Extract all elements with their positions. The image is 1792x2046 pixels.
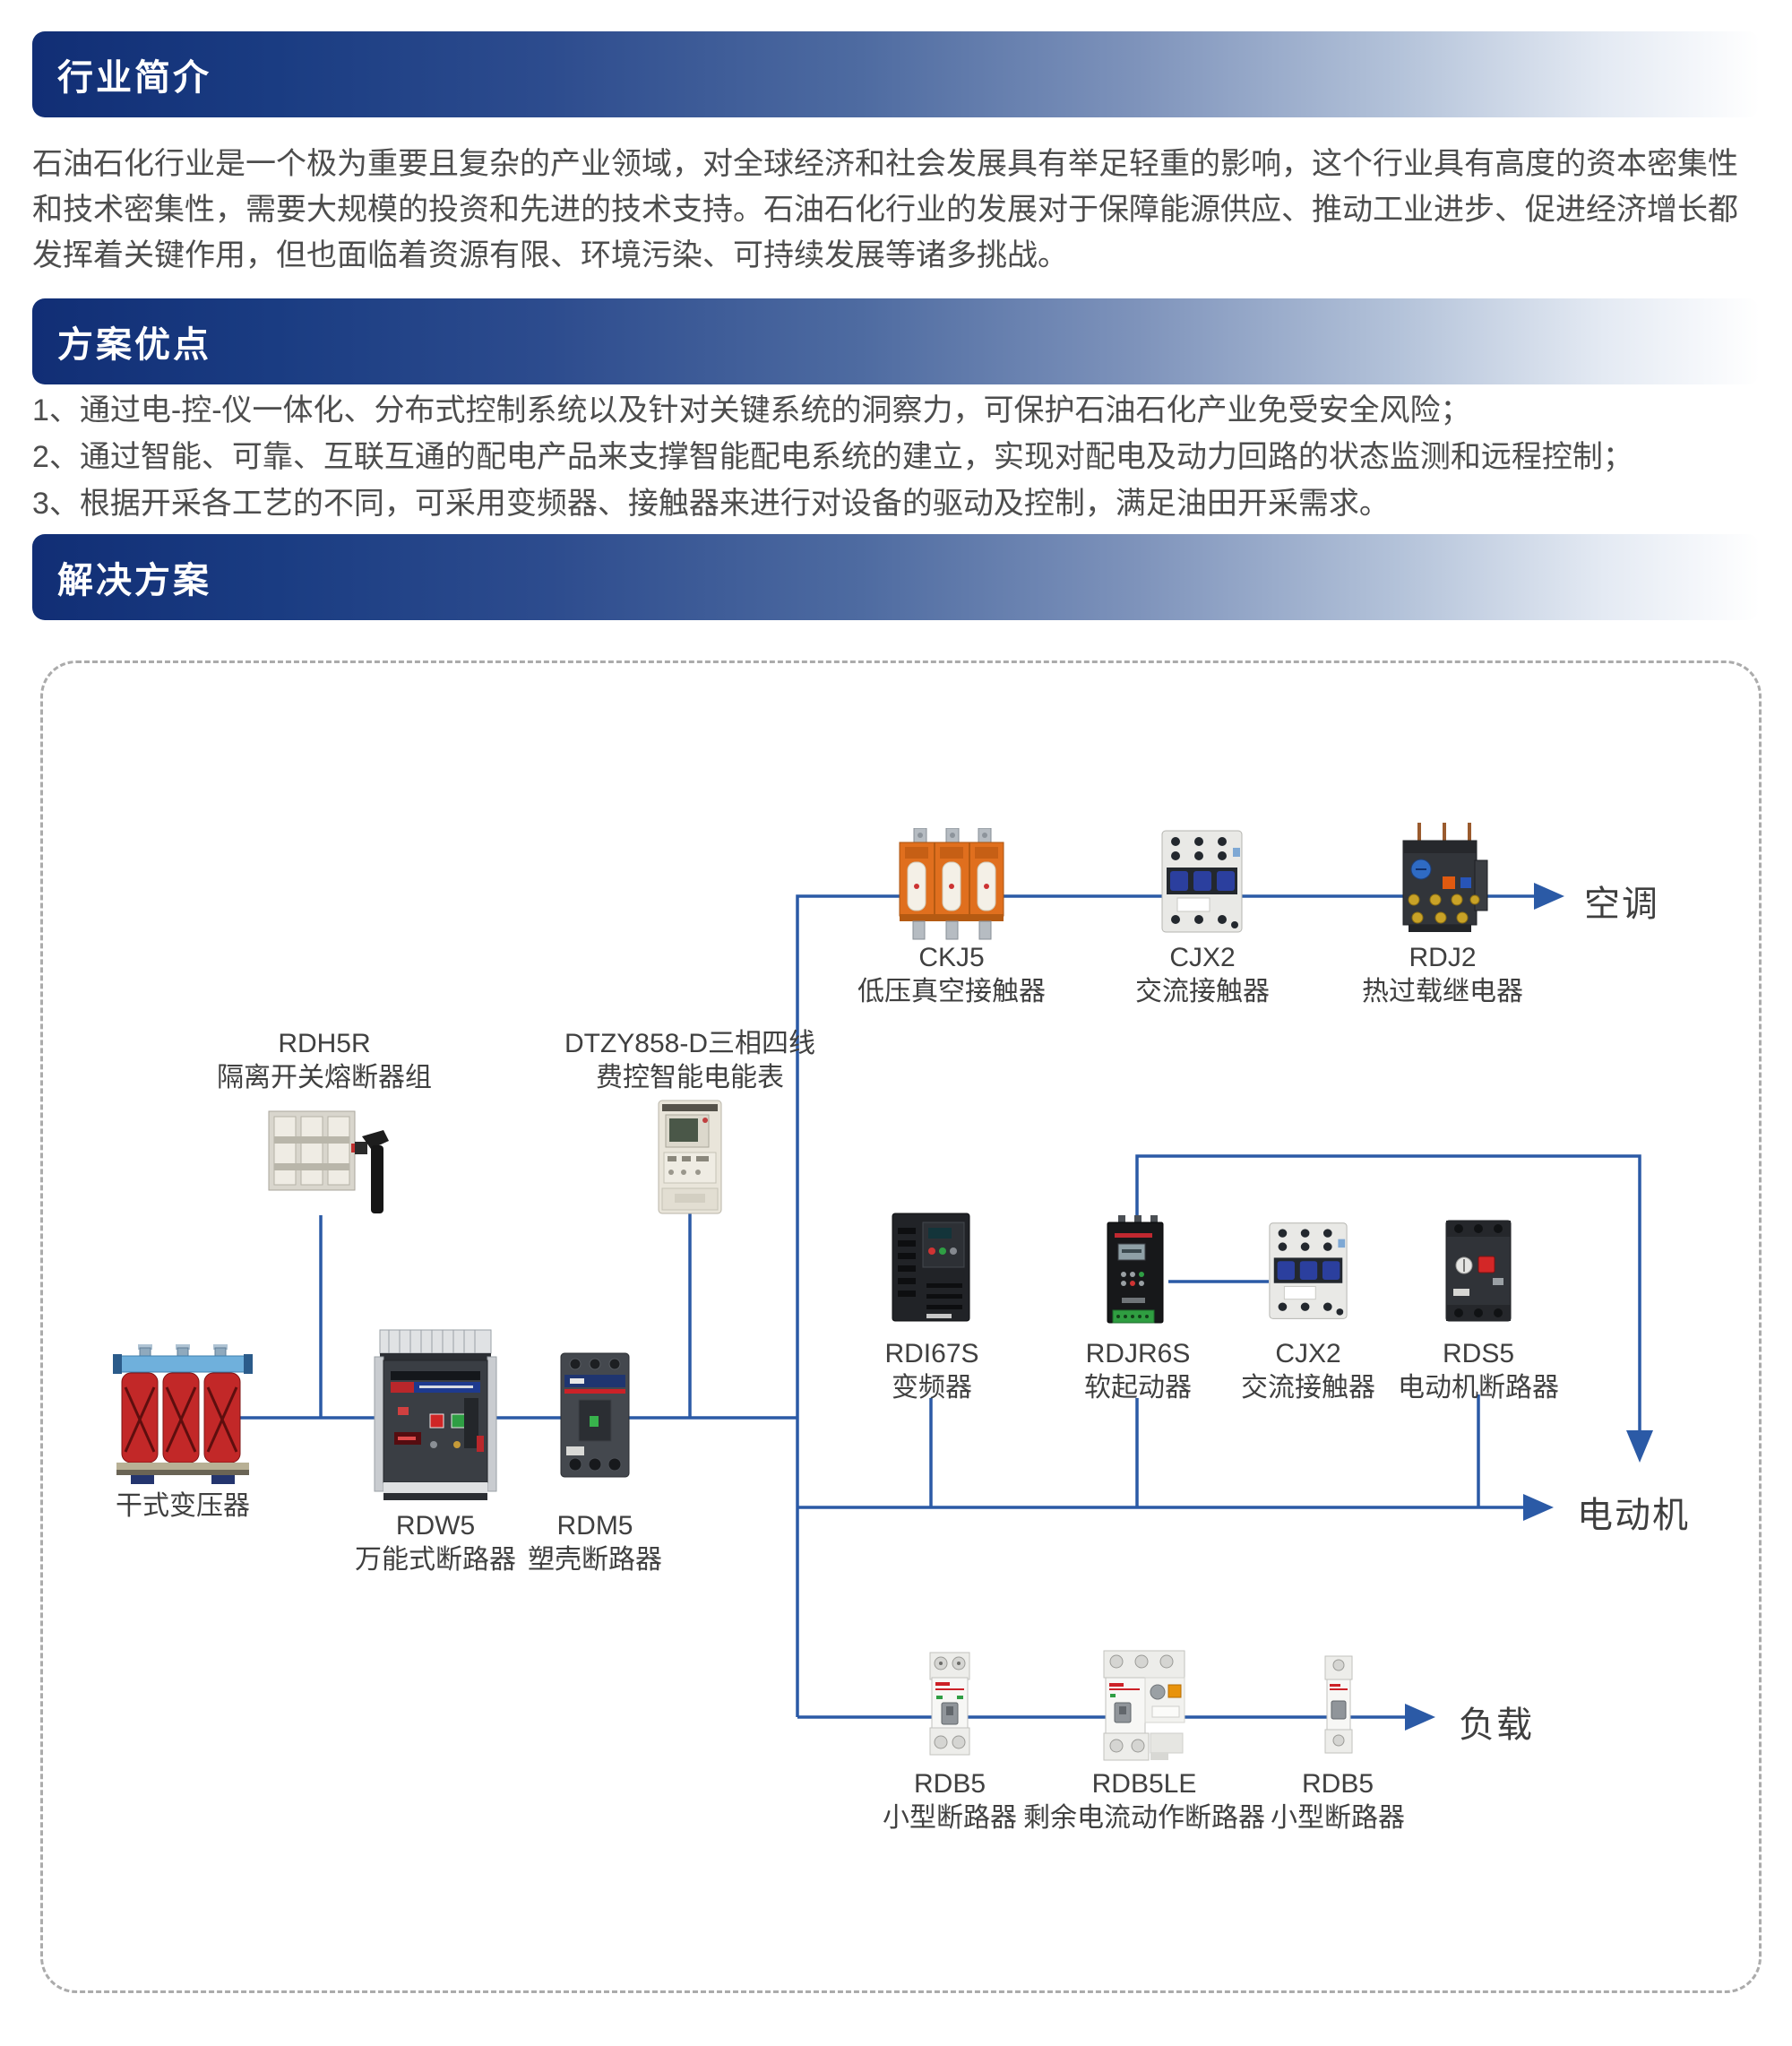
product-desc: 软起动器: [1084, 1373, 1192, 1403]
output-label-aircon: 空调: [1584, 885, 1659, 924]
product-model: RDJR6S: [1085, 1339, 1191, 1368]
product-label-cjx2-mid: CJX2 交流接触器: [1156, 1337, 1460, 1405]
vfd-illustration: [892, 1213, 970, 1322]
product-rdw5: [373, 1328, 498, 1504]
product-desc: 万能式断路器: [355, 1545, 516, 1575]
product-dtzy-meter: [657, 1099, 723, 1215]
air-circuit-breaker-illustration: [374, 1329, 497, 1500]
product-desc: 小型断路器: [1271, 1803, 1405, 1833]
product-model: RDI67S: [884, 1339, 979, 1368]
product-label-rdi67s: RDI67S 变频器: [780, 1337, 1084, 1405]
product-model: CKJ5: [918, 943, 985, 972]
energy-meter-illustration: [658, 1100, 722, 1214]
product-cjx2-mid: [1267, 1219, 1349, 1325]
product-label-rdjr6s: RDJR6S 软起动器: [986, 1337, 1290, 1405]
solution-title: 解决方案: [57, 561, 211, 600]
product-model: RDB5LE: [1091, 1769, 1197, 1799]
product-model: RDW5: [395, 1511, 476, 1541]
product-rdh5r: [262, 1108, 392, 1217]
output-label-motor: 电动机: [1577, 1496, 1690, 1535]
product-label-rdm5: RDM5 塑壳断路器: [443, 1509, 747, 1577]
product-rdb5-1: [923, 1651, 977, 1757]
output-label-load: 负载: [1459, 1705, 1534, 1745]
product-desc: 隔离开关熔断器组: [217, 1063, 432, 1092]
product-desc: 变频器: [892, 1373, 972, 1403]
product-model: RDB5: [1301, 1769, 1374, 1799]
product-desc: 干式变压器: [116, 1491, 250, 1521]
product-desc: 电动机断路器: [1398, 1373, 1559, 1403]
product-model: RDM5: [556, 1511, 633, 1541]
advantage-item: 2、通过智能、可靠、互联互通的配电产品来支撑智能配电系统的建立，实现对配电及动力…: [32, 440, 1633, 474]
product-rdjr6s: [1104, 1215, 1170, 1332]
product-model: RDS5: [1442, 1339, 1515, 1368]
advantage-item: 3、根据开采各工艺的不同，可采用变频器、接触器来进行对设备的驱动及控制，满足油田…: [32, 487, 1390, 521]
product-desc: 费控智能电能表: [596, 1063, 784, 1092]
product-desc: 热过载继电器: [1362, 977, 1523, 1006]
product-model: DTZY858-D三相四线: [564, 1029, 816, 1058]
molded-case-breaker-illustration: [560, 1352, 630, 1478]
dry-transformer-illustration: [113, 1344, 253, 1484]
ac-contactor-illustration: [1161, 830, 1243, 933]
product-desc: 塑壳断路器: [528, 1545, 662, 1575]
product-desc: 交流接触器: [1135, 977, 1270, 1006]
mcb-1p-illustration: [1324, 1655, 1353, 1754]
product-desc: 交流接触器: [1241, 1373, 1375, 1403]
intro-title: 行业简介: [57, 58, 211, 98]
product-label-transformer: 干式变压器: [30, 1489, 335, 1524]
fuse-switch-illustration: [268, 1110, 389, 1213]
ac-contactor-illustration: [1269, 1222, 1348, 1319]
product-label-rds5: RDS5 电动机断路器: [1326, 1337, 1631, 1405]
product-rds5: [1443, 1219, 1514, 1323]
product-desc: 剩余电流动作断路器: [1023, 1803, 1265, 1833]
advantages-list: 1、通过电-控-仪一体化、分布式控制系统以及针对关键系统的洞察力，可保护石油石化…: [32, 387, 1758, 527]
product-label-rdw5: RDW5 万能式断路器: [283, 1509, 588, 1577]
mcb-illustration: [929, 1652, 970, 1756]
product-label-cjx2-top: CJX2 交流接触器: [1050, 941, 1355, 1009]
motor-breaker-illustration: [1445, 1220, 1512, 1322]
product-model: CJX2: [1275, 1339, 1341, 1368]
solution-banner: 解决方案: [32, 534, 1760, 620]
intro-banner: 行业简介: [32, 31, 1760, 117]
solution-diagram-frame: [40, 660, 1762, 1993]
product-desc: 小型断路器: [883, 1803, 1017, 1833]
advantages-banner: 方案优点: [32, 298, 1760, 384]
product-transformer: [113, 1344, 253, 1484]
rcbo-illustration: [1103, 1650, 1185, 1761]
product-desc: 低压真空接触器: [857, 977, 1046, 1006]
thermal-relay-illustration: [1402, 823, 1488, 932]
advantage-item: 1、通过电-控-仪一体化、分布式控制系统以及针对关键系统的洞察力，可保护石油石化…: [32, 393, 1471, 427]
product-rdi67s: [891, 1212, 971, 1323]
product-label-dtzy: DTZY858-D三相四线 费控智能电能表: [538, 1027, 842, 1095]
product-label-rdb5-2: RDB5 小型断路器: [1185, 1767, 1490, 1835]
soft-starter-illustration: [1107, 1215, 1164, 1324]
product-rdb5-2: [1320, 1654, 1357, 1755]
product-label-ckj5: CKJ5 低压真空接触器: [799, 941, 1104, 1009]
intro-paragraph: 石油石化行业是一个极为重要且复杂的产业领域，对全球经济和社会发展具有举足轻重的影…: [32, 147, 1738, 272]
product-label-rdh5r: RDH5R 隔离开关熔断器组: [172, 1027, 477, 1095]
product-ckj5: [898, 828, 1005, 941]
product-rdj2: [1396, 823, 1490, 935]
vacuum-contactor-illustration: [899, 828, 1004, 940]
product-model: CJX2: [1169, 943, 1236, 972]
advantages-title: 方案优点: [57, 325, 211, 365]
product-label-rdb5le: RDB5LE 剩余电流动作断路器: [992, 1767, 1297, 1835]
product-rdb5le: [1098, 1649, 1190, 1762]
product-model: RDJ2: [1409, 943, 1477, 972]
product-rdm5: [557, 1351, 633, 1479]
product-model: RDB5: [913, 1769, 986, 1799]
product-model: RDH5R: [278, 1029, 371, 1058]
product-cjx2-top: [1159, 826, 1245, 938]
product-label-rdj2: RDJ2 热过载继电器: [1290, 941, 1595, 1009]
product-label-rdb5-1: RDB5 小型断路器: [797, 1767, 1102, 1835]
